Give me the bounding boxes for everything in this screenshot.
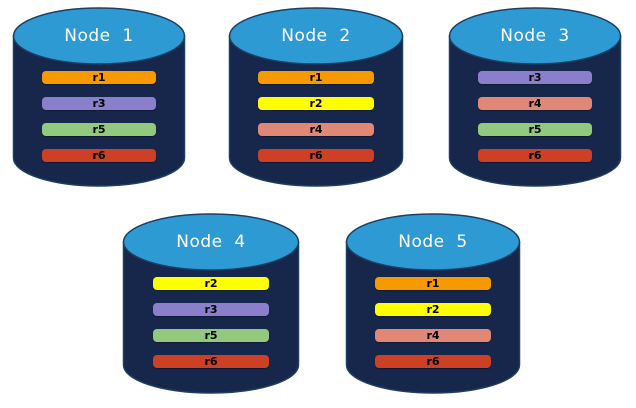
- replica-bar-r4[interactable]: r4: [375, 329, 491, 342]
- replica-bar-list: r1 r2 r4 r6: [345, 277, 521, 368]
- cylinder-top-disc: [345, 213, 521, 271]
- replica-label: r4: [309, 123, 323, 136]
- replica-bar-r2[interactable]: r2: [153, 277, 269, 290]
- replica-label: r3: [204, 303, 218, 316]
- cylinder-top-disc: [228, 7, 404, 65]
- replica-bar-list: r2 r3 r5 r6: [122, 277, 300, 368]
- replica-bar-r6[interactable]: r6: [375, 355, 491, 368]
- replica-bar-r6[interactable]: r6: [258, 149, 374, 162]
- replica-bar-r5[interactable]: r5: [42, 123, 156, 136]
- replica-label: r6: [309, 149, 323, 162]
- replica-label: r2: [309, 97, 323, 110]
- replica-bar-r6[interactable]: r6: [478, 149, 592, 162]
- replica-bar-list: r1 r2 r4 r6: [228, 71, 404, 162]
- replica-bar-r4[interactable]: r4: [478, 97, 592, 110]
- replica-bar-r4[interactable]: r4: [258, 123, 374, 136]
- replica-label: r3: [528, 71, 542, 84]
- replica-label: r4: [426, 329, 440, 342]
- replica-label: r1: [426, 277, 440, 290]
- replica-label: r6: [92, 149, 106, 162]
- replica-label: r6: [528, 149, 542, 162]
- replica-bar-r5[interactable]: r5: [153, 329, 269, 342]
- replica-label: r1: [309, 71, 323, 84]
- replica-bar-r1[interactable]: r1: [375, 277, 491, 290]
- replica-bar-r1[interactable]: r1: [258, 71, 374, 84]
- replica-bar-r1[interactable]: r1: [42, 71, 156, 84]
- replica-label: r6: [204, 355, 218, 368]
- replica-bar-r6[interactable]: r6: [42, 149, 156, 162]
- replica-label: r1: [92, 71, 106, 84]
- replica-bar-r2[interactable]: r2: [258, 97, 374, 110]
- cylinder-top-disc: [12, 7, 186, 65]
- replica-bar-list: r3 r4 r5 r6: [448, 71, 622, 162]
- replica-label: r4: [528, 97, 542, 110]
- replica-label: r2: [204, 277, 218, 290]
- replica-bar-r5[interactable]: r5: [478, 123, 592, 136]
- replica-label: r5: [92, 123, 106, 136]
- replica-label: r5: [528, 123, 542, 136]
- replica-label: r5: [204, 329, 218, 342]
- replica-label: r2: [426, 303, 440, 316]
- replica-bar-list: r1 r3 r5 r6: [12, 71, 186, 162]
- replica-bar-r3[interactable]: r3: [478, 71, 592, 84]
- replica-bar-r3[interactable]: r3: [153, 303, 269, 316]
- cylinder-top-disc: [448, 7, 622, 65]
- replica-label: r6: [426, 355, 440, 368]
- cylinder-top-disc: [122, 213, 300, 271]
- replica-bar-r2[interactable]: r2: [375, 303, 491, 316]
- replica-bar-r3[interactable]: r3: [42, 97, 156, 110]
- replica-bar-r6[interactable]: r6: [153, 355, 269, 368]
- replica-label: r3: [92, 97, 106, 110]
